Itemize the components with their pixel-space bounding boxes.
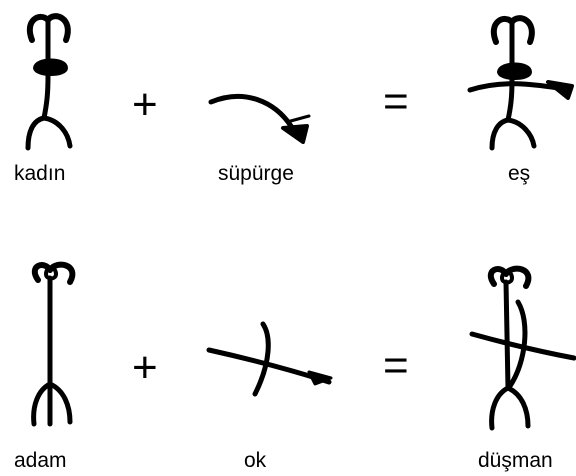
label-broom: süpürge [218,162,294,185]
label-wife: eş [508,162,531,185]
plus-sign-1: + [132,80,158,129]
wife-pictograph [467,15,574,151]
label-woman: kadın [14,162,66,185]
label-enemy: düşman [478,449,553,472]
plus-sign-2: + [132,343,158,392]
arrow-pictograph [206,321,333,397]
label-arrow: ok [244,449,267,472]
broom-pictograph [208,93,311,144]
equals-sign-1: = [383,77,409,126]
enemy-pictograph [469,265,576,431]
man-pictograph [31,261,76,427]
equals-sign-2: = [383,341,409,390]
label-man: adam [14,449,67,472]
woman-pictograph [25,13,73,151]
